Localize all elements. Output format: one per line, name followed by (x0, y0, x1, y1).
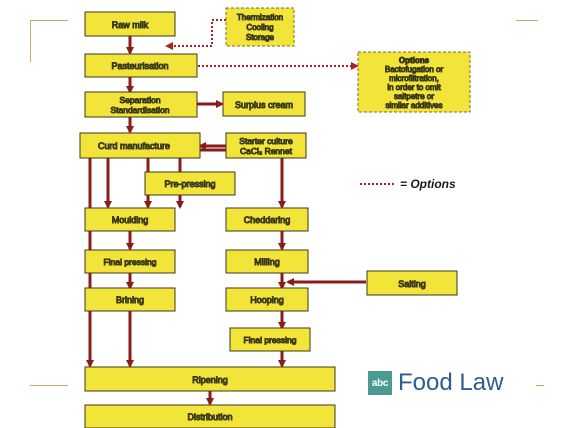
node-options-line3: in order to omit (387, 83, 441, 92)
node-salting: Salting (366, 270, 458, 296)
node-pre-pressing: Pre-pressing (144, 171, 236, 196)
node-options: Options Bactofugation or microfiltration… (357, 51, 471, 113)
node-curd-manufacture: Curd manufacture (79, 132, 201, 159)
node-final-pressing-right: Final pressing (229, 327, 311, 352)
node-starter-culture-line2: CaCl₂ Rennet (240, 146, 293, 156)
node-cheddaring: Cheddaring (225, 207, 309, 232)
node-final-pressing-right-label: Final pressing (244, 335, 297, 345)
node-options-line5: similar additives (386, 101, 443, 110)
node-thermization-line1: Thermization (237, 13, 283, 22)
node-distribution-label: Distribution (187, 412, 232, 422)
node-milling: Milling (225, 249, 309, 274)
node-options-line2: microfiltration, (389, 74, 439, 83)
frame-top-right-line (516, 20, 538, 21)
node-salting-label: Salting (398, 279, 426, 289)
node-thermization: Thermization Cooling Storage (225, 7, 295, 47)
legend-label: = Options (400, 177, 456, 191)
option-connectors (165, 19, 359, 70)
options-legend: = Options (360, 177, 456, 191)
node-raw-milk: Raw milk (84, 11, 176, 37)
frame-top-left-line (30, 20, 68, 21)
node-options-line4: saltpetre or (394, 92, 434, 101)
node-ripening: Ripening (84, 366, 336, 392)
node-surplus-cream: Surplus cream (222, 91, 306, 117)
node-moulding: Moulding (84, 207, 176, 232)
node-milling-label: Milling (254, 257, 280, 267)
node-separation-line2: Standardisation (110, 105, 169, 115)
food-law-logo: abc Food Law (368, 369, 503, 397)
node-starter-culture-line1: Starter culture (239, 136, 293, 146)
node-hooping-label: Hooping (250, 295, 284, 305)
logo-text: Food Law (398, 369, 504, 396)
dotted-thermization-rawmilk (165, 19, 226, 50)
boxes: Raw milk Thermization Cooling Storage Pa… (79, 7, 471, 428)
node-ripening-label: Ripening (192, 375, 228, 385)
node-final-pressing-left-label: Final pressing (104, 257, 157, 267)
node-pasteurisation-label: Pasteurisation (111, 61, 168, 71)
node-options-title: Options (399, 56, 430, 65)
node-brining: Brining (84, 287, 176, 312)
node-thermization-line2: Cooling (246, 23, 273, 32)
node-moulding-label: Moulding (112, 215, 149, 225)
frame-bottom-left-line (30, 385, 68, 386)
node-pasteurisation: Pasteurisation (84, 53, 198, 78)
node-separation-line1: Separation (119, 95, 160, 105)
node-cheddaring-label: Cheddaring (244, 215, 291, 225)
node-raw-milk-label: Raw milk (112, 20, 149, 30)
node-final-pressing-left: Final pressing (84, 249, 176, 274)
node-options-line1: Bactofugation or (385, 65, 444, 74)
logo-badge: abc (368, 371, 392, 395)
node-pre-pressing-label: Pre-pressing (164, 179, 215, 189)
frame-left-top-line (30, 20, 31, 62)
frame-bottom-right-line (536, 385, 544, 386)
node-separation: Separation Standardisation (84, 91, 198, 118)
node-hooping: Hooping (225, 287, 309, 312)
flow-diagram: Raw milk Thermization Cooling Storage Pa… (60, 0, 510, 428)
node-thermization-line3: Storage (246, 33, 275, 42)
node-surplus-cream-label: Surplus cream (235, 100, 293, 110)
node-distribution: Distribution (84, 404, 336, 428)
node-starter-culture: Starter culture CaCl₂ Rennet (225, 132, 307, 159)
node-curd-manufacture-label: Curd manufacture (98, 141, 170, 151)
connectors (86, 36, 366, 406)
node-brining-label: Brining (116, 295, 144, 305)
legend-dotted-line (360, 183, 394, 185)
